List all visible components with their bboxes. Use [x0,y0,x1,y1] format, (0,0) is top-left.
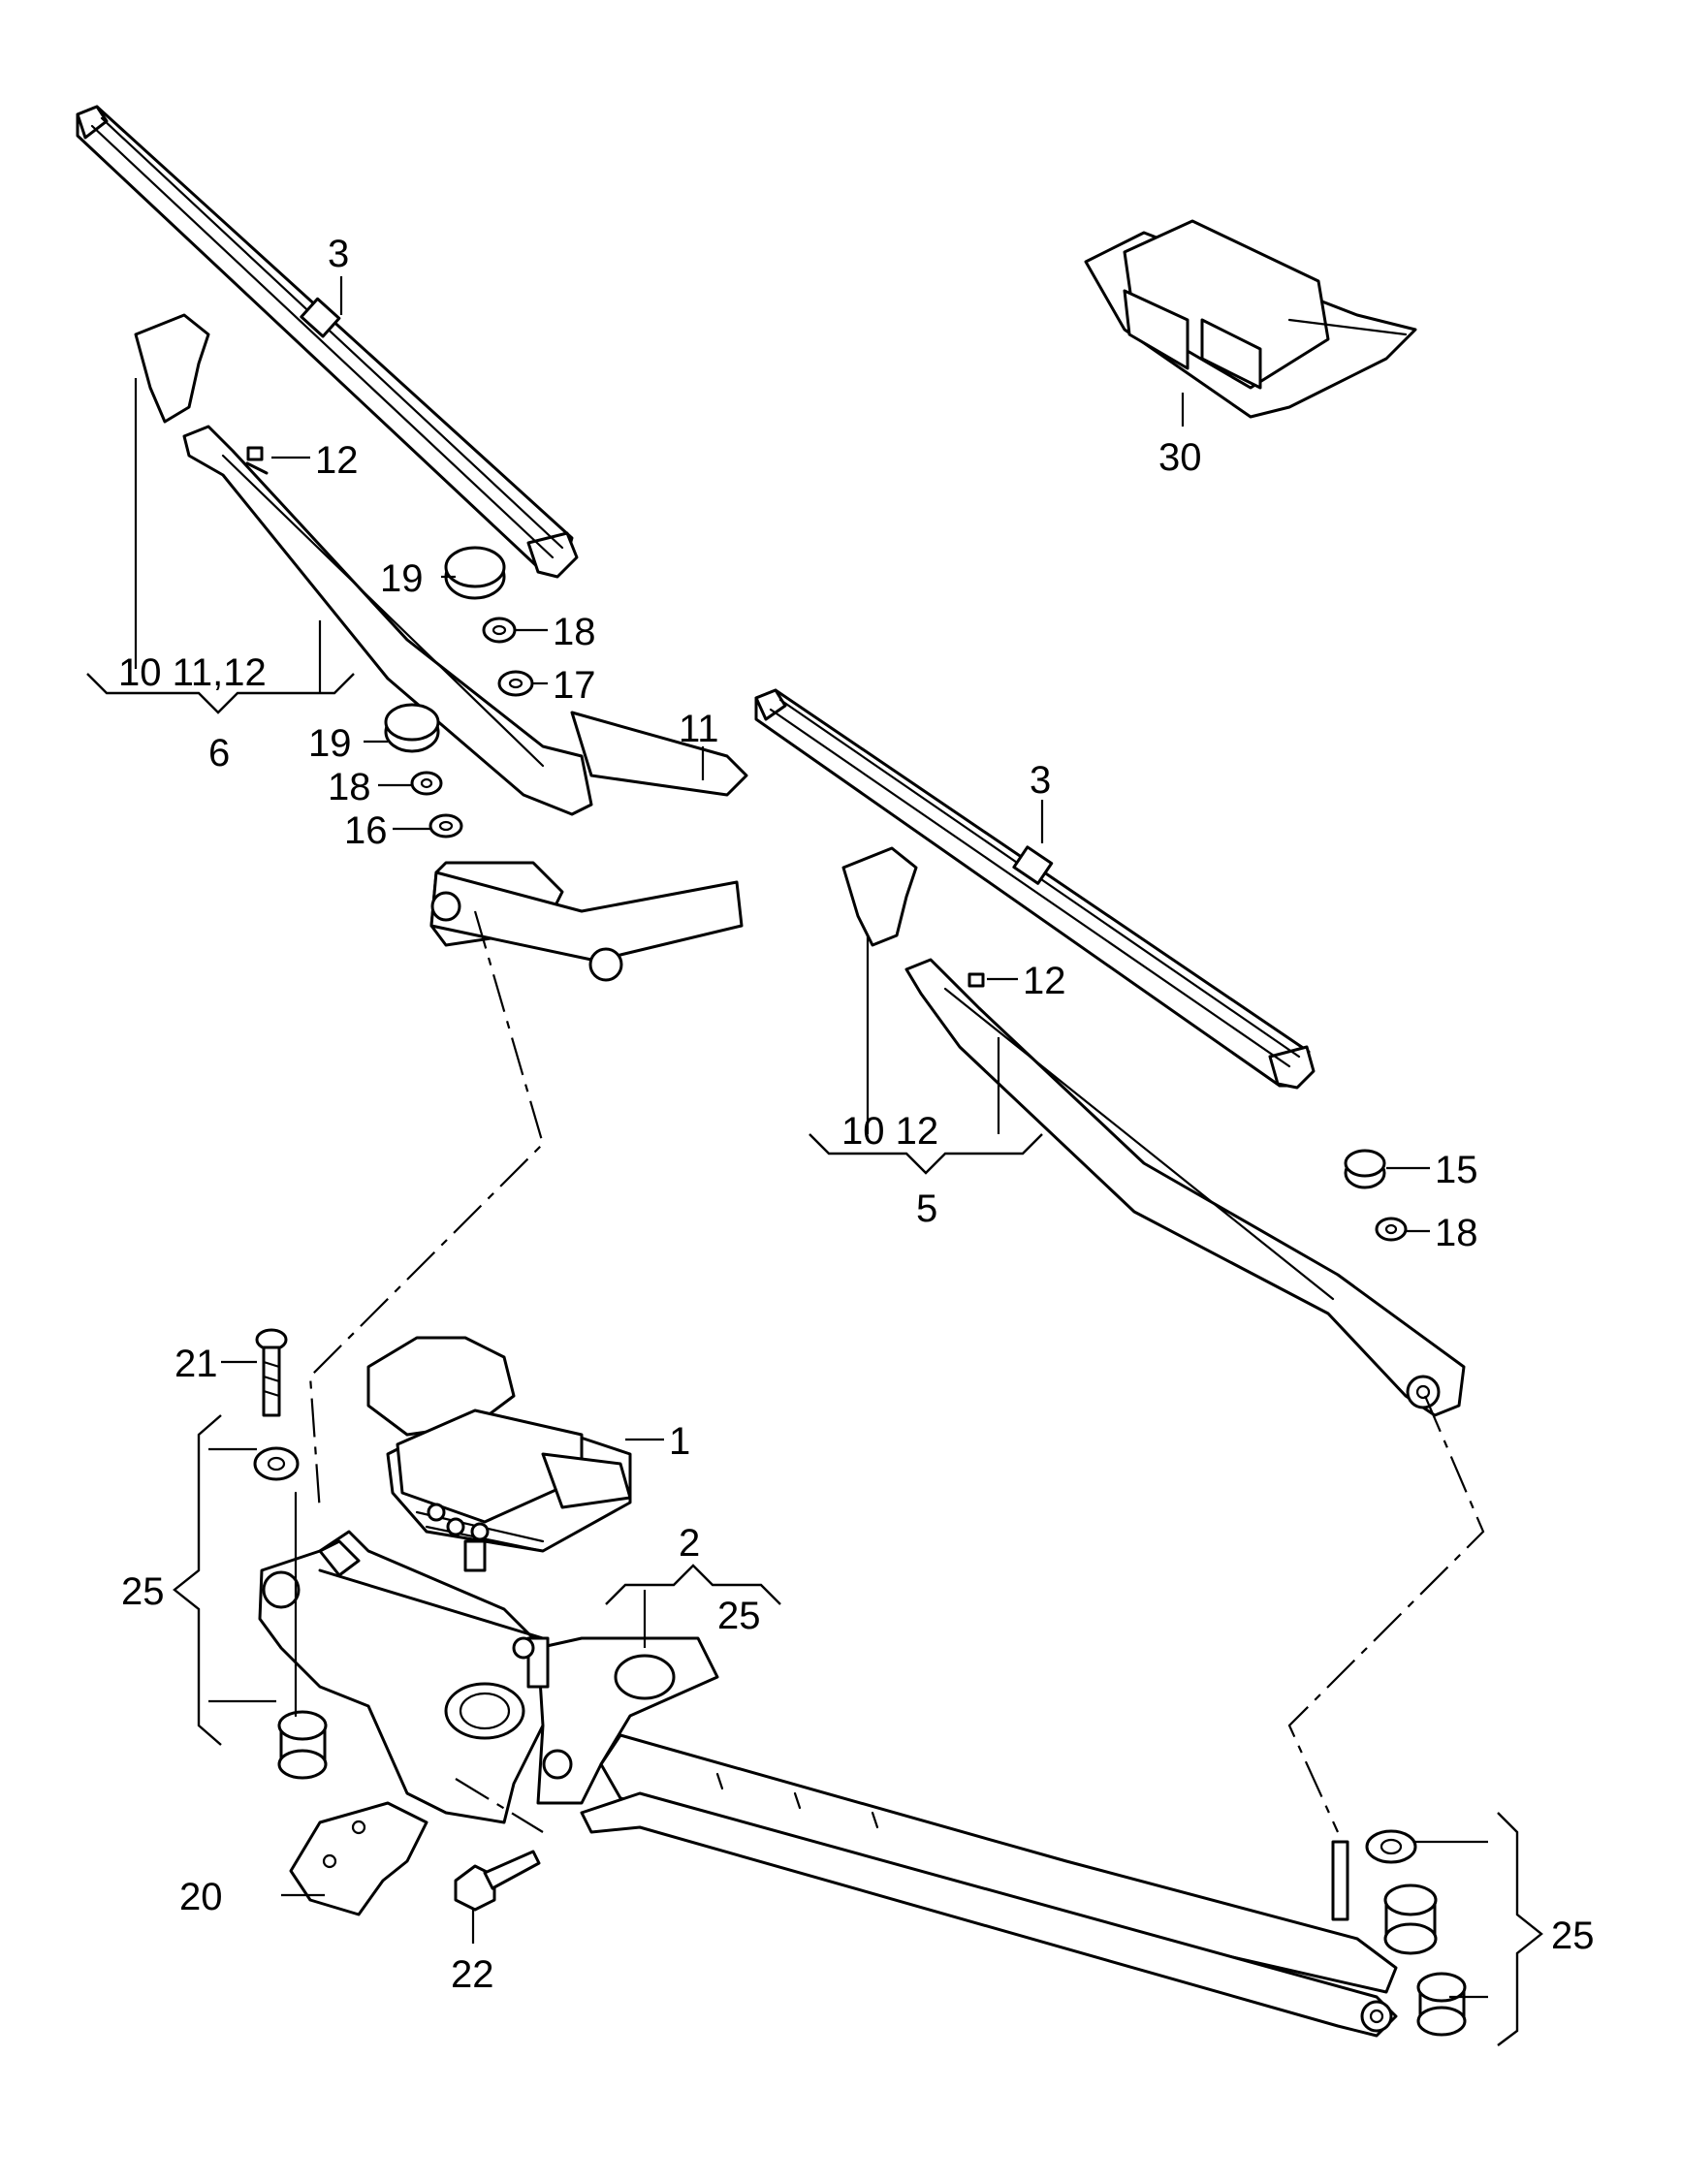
wiper-linkage-frame [258,1530,719,1824]
callout-22: 22 [451,1953,494,1996]
brace-25-right [1497,1812,1543,2046]
assembly-line-left [308,910,545,1513]
brace-25-left [173,1414,222,1746]
nut-18-right [1375,1217,1408,1242]
bushing-set-left [253,1446,328,1780]
callout-30: 30 [1158,436,1202,479]
nut-18-upper [482,617,517,644]
bolt-22 [454,1850,541,1912]
clip-12-left [246,446,264,461]
callout-12-lower: 12 [1023,960,1066,1002]
cap-19-upper [444,546,506,600]
callout-18-upper: 18 [553,611,596,653]
callout-20: 20 [179,1876,223,1918]
wiper-arm-right [904,958,1466,1417]
washer-16 [428,813,463,839]
callout-18-middle: 18 [328,766,371,808]
electrical-connector [1084,219,1417,419]
wiper-blade-left [76,105,579,579]
wiper-arm-left [182,425,748,982]
mounting-bracket-20 [289,1801,428,1916]
callout-labels: 3 30 12 19 18 17 11 10 11,12 6 19 18 16 … [118,233,1595,1996]
assembly-line-bolt [455,1778,544,1833]
callout-17: 17 [553,664,596,707]
callout-5: 5 [916,1187,937,1230]
callout-3-upper: 3 [328,233,349,275]
callout-10-11-12: 10 11,12 [118,651,267,694]
brace-6 [86,673,355,714]
callout-16: 16 [344,809,388,852]
callout-25-left: 25 [121,1570,165,1613]
callout-1: 1 [669,1420,690,1463]
callout-12-upper: 12 [315,439,359,482]
callout-11: 11 [679,708,719,750]
callout-25-center: 25 [717,1595,761,1637]
bushing-set-right [1331,1829,1467,2037]
cover-cap-right [841,846,918,947]
callout-3-lower: 3 [1030,759,1051,802]
callout-2: 2 [679,1522,700,1565]
clip-12-right [967,972,985,988]
linkage-push-rod [580,1733,1398,2038]
cap-19-lower [384,703,440,753]
cover-cap-left [134,313,210,424]
callout-18-right: 18 [1435,1212,1478,1254]
brace-2 [605,1564,781,1605]
screw-21 [255,1328,288,1417]
wiper-blade-right [754,688,1316,1090]
nut-18-middle [410,771,443,796]
callout-25-right: 25 [1551,1915,1595,1957]
washer-17 [497,670,534,697]
leader-lines [134,276,1488,1999]
callout-19-upper: 19 [380,557,424,600]
callout-21: 21 [174,1343,218,1385]
assembly-line-right [1287,1395,1485,1833]
callout-15: 15 [1435,1149,1478,1191]
wiper-motor [366,1336,632,1572]
callout-10-12: 10 12 [841,1110,938,1153]
callout-6: 6 [208,732,230,775]
cap-15 [1344,1149,1386,1189]
brace-5 [809,1133,1043,1175]
callout-19-lower: 19 [308,722,352,765]
